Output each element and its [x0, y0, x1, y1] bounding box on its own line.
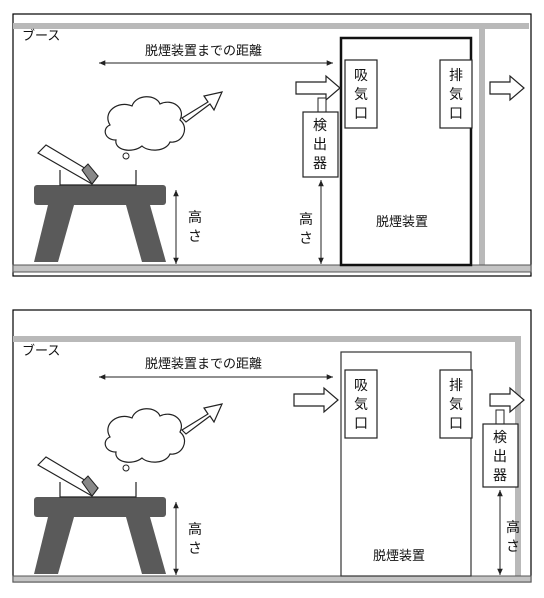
- booth-label: ブース: [22, 343, 60, 359]
- detector-char-1: 検: [313, 118, 327, 134]
- panel-frame: [12, 13, 532, 277]
- detector-char-2: 出: [493, 449, 507, 465]
- smoke-direction-arrow: [181, 91, 224, 123]
- intake-arrow: [293, 386, 339, 414]
- exhaust-char-1: 排: [449, 378, 463, 394]
- device-label: 脱煙装置: [373, 549, 425, 564]
- exhaust-box: [439, 369, 473, 439]
- detector-height-char-1: 高: [506, 519, 520, 536]
- table-height-char-1: 高: [188, 521, 202, 538]
- booth-wall: [479, 23, 485, 269]
- floor: [12, 264, 532, 273]
- intake-char-1: 吸: [354, 378, 368, 394]
- booth-ceiling: [13, 336, 521, 342]
- table-height-char-2: さ: [188, 541, 202, 557]
- smoke-cloud: [104, 408, 185, 472]
- detector-height-char-2: さ: [506, 539, 520, 555]
- booth-ceiling: [13, 23, 529, 29]
- table-leg-left: [34, 205, 74, 262]
- panel-top: ブース 脱煙装置までの距離 高 さ 脱煙装置 吸: [12, 13, 532, 277]
- distance-label: 脱煙装置までの距離: [145, 44, 262, 59]
- detector-char-1: 検: [493, 430, 507, 446]
- detector-box: [482, 423, 519, 488]
- ashtray-table: [34, 482, 166, 574]
- detector-probe: [317, 97, 327, 113]
- device-label: 脱煙装置: [376, 215, 428, 230]
- exhaust-box: [439, 59, 473, 129]
- detector-probe: [495, 409, 505, 425]
- intake-char-2: 気: [354, 87, 368, 103]
- intake-char-1: 吸: [354, 68, 368, 84]
- smoke-direction-arrow: [181, 403, 224, 435]
- table-leg-left: [34, 517, 74, 574]
- intake-arrow: [295, 74, 341, 102]
- distance-label: 脱煙装置までの距離: [145, 357, 262, 372]
- table-height-char-2: さ: [188, 229, 202, 245]
- ashtray: [59, 482, 137, 498]
- detector-box: [302, 111, 339, 178]
- ashtray: [59, 170, 137, 186]
- exhaust-char-3: 口: [449, 416, 463, 432]
- floor: [12, 575, 532, 583]
- ashtray-table: [34, 170, 166, 262]
- detector-char-3: 器: [313, 156, 327, 172]
- intake-char-3: 口: [354, 106, 368, 122]
- intake-box: [344, 59, 378, 129]
- exhaust-char-2: 気: [449, 397, 463, 413]
- intake-char-3: 口: [354, 416, 368, 432]
- exhaust-arrow: [489, 386, 525, 414]
- intake-box: [344, 369, 378, 439]
- detector-height-char-1: 高: [299, 211, 313, 228]
- table-height-char-1: 高: [188, 209, 202, 226]
- cigarette: [37, 144, 99, 185]
- detector-height-char-2: さ: [299, 231, 313, 247]
- panel-bottom: ブース 脱煙装置までの距離 高 さ 脱煙装置 吸 気 口 排 気 口: [12, 309, 532, 583]
- table-top: [34, 185, 166, 205]
- booth-label: ブース: [22, 28, 60, 44]
- exhaust-arrow: [489, 74, 525, 102]
- exhaust-char-2: 気: [449, 87, 463, 103]
- detector-char-2: 出: [313, 137, 327, 153]
- exhaust-char-1: 排: [449, 68, 463, 84]
- intake-char-2: 気: [354, 397, 368, 413]
- smoke-cloud: [104, 96, 185, 160]
- detector-char-3: 器: [493, 468, 507, 484]
- table-leg-right: [126, 205, 166, 262]
- table-leg-right: [126, 517, 166, 574]
- exhaust-char-3: 口: [449, 106, 463, 122]
- table-top: [34, 497, 166, 517]
- cigarette: [37, 456, 99, 497]
